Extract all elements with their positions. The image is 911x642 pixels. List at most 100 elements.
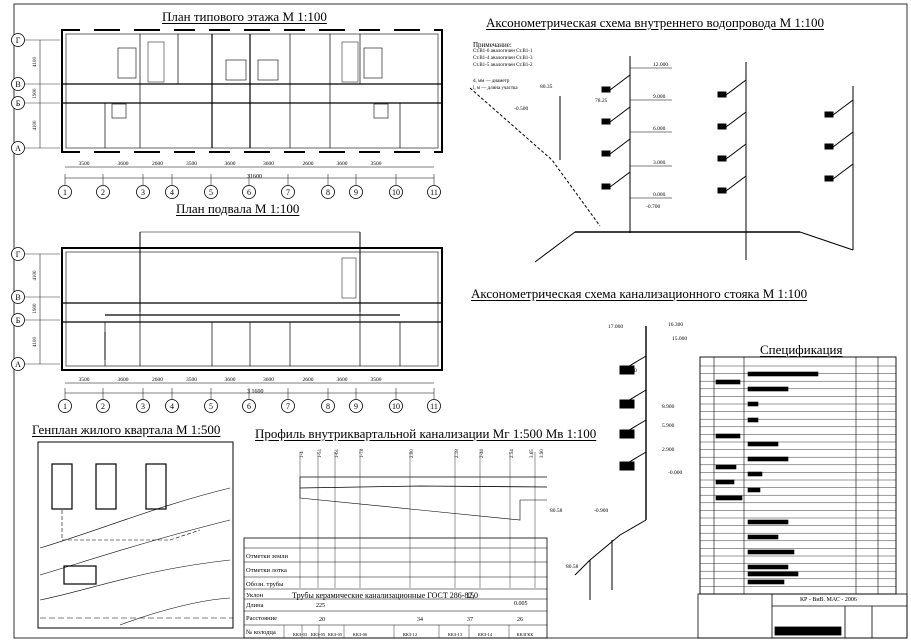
- axis-label-1: 1: [63, 402, 67, 411]
- row-bubble: [11, 247, 25, 261]
- row-dim: 1900: [33, 88, 38, 99]
- level-mark: -0.500: [514, 106, 528, 112]
- row-bubble: [11, 290, 25, 304]
- axis-label-3: 3: [141, 188, 145, 197]
- level-mark: 12.000: [653, 62, 668, 68]
- typical-floor-title: План типового этажа М 1:100: [162, 9, 327, 24]
- spec-cell-mark: [715, 433, 741, 439]
- profile-well: ККЗГКК: [517, 632, 535, 637]
- fixture: [824, 175, 834, 182]
- axis-label-1: 1: [63, 188, 67, 197]
- legend-dia: d, мм — диаметр: [473, 79, 510, 84]
- axis-label-6: 6: [247, 188, 251, 197]
- sewer-level-mark: -0.900: [594, 508, 608, 514]
- row-bubble: [11, 357, 25, 371]
- axis-bubble: [204, 185, 218, 199]
- axis-bubble: [349, 185, 363, 199]
- water-branch: [725, 79, 747, 96]
- profile-top-value: 1-51: [318, 448, 323, 458]
- profile-row-label: Уклон: [246, 592, 264, 599]
- level-mark: 0.000: [653, 192, 666, 198]
- fixture: [601, 86, 611, 93]
- profile-row-label: Отметки земли: [246, 553, 288, 560]
- level-mark: 3.000: [653, 160, 666, 166]
- row-bubble: [11, 33, 25, 47]
- row-dim: 4100: [33, 337, 38, 348]
- dim-value: 3500: [186, 161, 197, 167]
- profile-top-value: 2.00: [410, 449, 415, 458]
- legend-note-title: Примечание:: [473, 41, 512, 49]
- dim-value: 3600: [263, 161, 274, 167]
- fixture: [601, 183, 611, 190]
- site-plan-title: Генплан жилого квартала М 1:500: [32, 422, 221, 437]
- profile-distance: 34: [417, 617, 423, 623]
- dim-value: 3500: [79, 161, 90, 167]
- profile-top-value: 2.18: [455, 449, 460, 458]
- spec-cell-mark: [715, 479, 735, 485]
- axis-bubble: [389, 399, 403, 413]
- axis-bubble: [281, 399, 295, 413]
- spec-cell-mark: [747, 564, 789, 570]
- axis-label-9: 9: [354, 402, 358, 411]
- sewer-level-mark: 80.58: [566, 564, 579, 570]
- profile-top-value: 1-4: [300, 451, 305, 458]
- dim-value: 3600: [263, 377, 274, 383]
- dim-value: 3500: [186, 377, 197, 383]
- profile-well: ККЗ-05: [328, 632, 343, 637]
- site-plan: [37, 441, 234, 629]
- axis-label-6: 6: [247, 402, 251, 411]
- profile-top-value: 1-78: [360, 448, 365, 458]
- sewer-fixture: [619, 461, 635, 471]
- water-branch: [609, 74, 631, 91]
- sheet-frame: [13, 3, 908, 639]
- spec-cell-mark: [747, 456, 789, 462]
- sewer-level-mark: 15.000: [672, 336, 687, 342]
- row-bubble: [11, 141, 25, 155]
- level-mark: 80.35: [540, 84, 553, 90]
- profile-diameter: 150: [466, 591, 478, 600]
- water-branch: [832, 163, 854, 180]
- axis-bubble: [204, 399, 218, 413]
- axis-label-7: 7: [286, 402, 290, 411]
- axis-label-5: 5: [209, 402, 213, 411]
- axis-label-4: 4: [170, 402, 174, 411]
- row-dim: 1900: [33, 303, 38, 314]
- spec-cell-mark: [747, 549, 795, 555]
- axis-bubble: [165, 185, 179, 199]
- fixture: [717, 155, 727, 162]
- axis-bubble: [136, 399, 150, 413]
- title-block-code: КР - ВиВ. МАС - 2006: [800, 597, 857, 603]
- water-branch: [725, 175, 747, 192]
- water-branch: [725, 111, 747, 128]
- dim-value: 2600: [152, 161, 163, 167]
- water-branch: [609, 171, 631, 188]
- profile-distance: 26: [517, 617, 523, 623]
- fixture: [601, 150, 611, 157]
- axis-label-3: 3: [141, 402, 145, 411]
- dim-value: 3500: [371, 161, 382, 167]
- level-mark: -0.700: [646, 204, 660, 210]
- row-bubble: [11, 313, 25, 327]
- axis-bubble: [58, 399, 72, 413]
- profile-top-value: 2-40: [480, 448, 485, 458]
- dim-value: 3600: [225, 377, 236, 383]
- water-branch: [832, 99, 854, 116]
- profile-slope: 0.005: [514, 601, 528, 607]
- profile-row-label: Обозн. трубы: [246, 581, 284, 588]
- fixture: [824, 111, 834, 118]
- dim-value: 3600: [225, 161, 236, 167]
- sewer-level-mark: 16.300: [668, 322, 683, 328]
- row-label-А: А: [15, 144, 21, 153]
- specification-table: [699, 356, 897, 595]
- title-block: [697, 593, 908, 639]
- legend-line-2: Ст.В1-4 аналогичен Ст.В1-3: [473, 56, 533, 61]
- water-axo-title: Аксонометрическая схема внутреннего водо…: [486, 15, 824, 30]
- axis-bubble: [242, 399, 256, 413]
- fixture: [717, 91, 727, 98]
- spec-cell-mark: [747, 571, 799, 577]
